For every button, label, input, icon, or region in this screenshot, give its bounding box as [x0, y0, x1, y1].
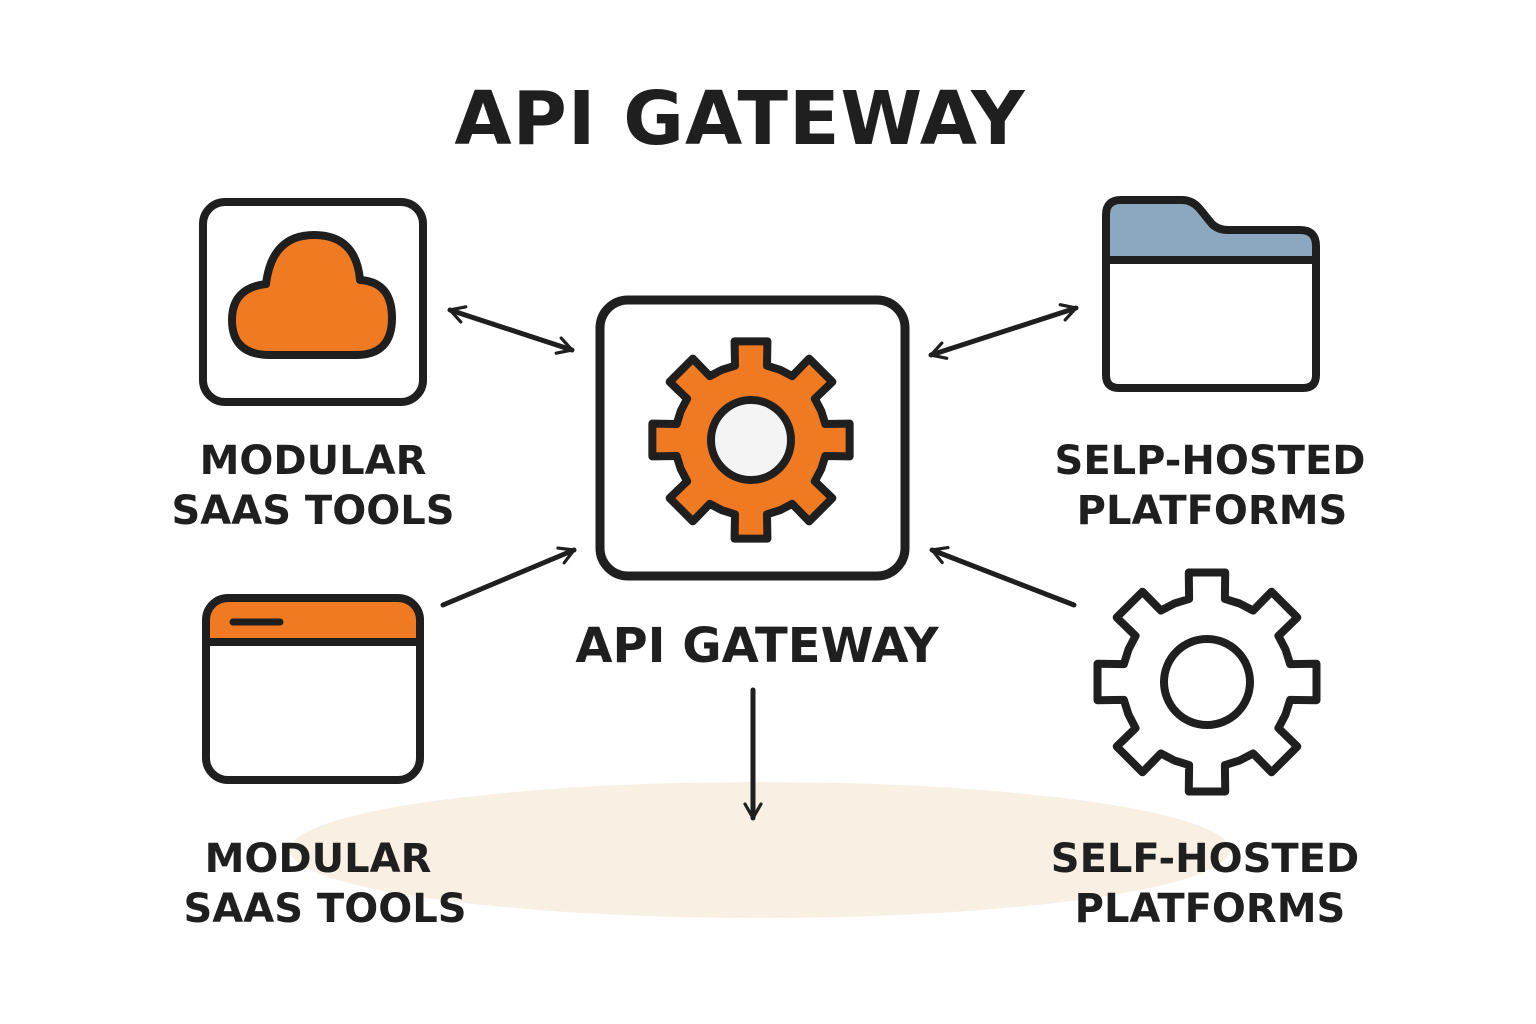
- node-bottom-left-label-line-1: MODULAR: [205, 836, 432, 882]
- folder-icon: [1102, 196, 1320, 392]
- cloud-icon: [228, 231, 396, 359]
- center-node: API GATEWAY: [575, 295, 940, 674]
- gear-hub: [707, 396, 795, 484]
- node-top-right-label-line-2: PLATFORMS: [1077, 488, 1348, 534]
- node-bottom-right: SELF-HOSTED PLATFORMS: [1051, 568, 1359, 932]
- node-bottom-right-label-line-1: SELF-HOSTED: [1051, 836, 1359, 882]
- node-bottom-left: MODULAR SAAS TOOLS: [183, 594, 467, 932]
- arrow-bottom-left-to-center: [440, 546, 577, 608]
- browser-window-icon: [202, 594, 424, 784]
- arrow-center-to-top-right: [928, 303, 1079, 360]
- node-top-right-label-line-1: SELP-HOSTED: [1055, 438, 1366, 484]
- gear-outline-hub: [1160, 635, 1254, 729]
- node-bottom-left-label-line-2: SAAS TOOLS: [183, 886, 466, 932]
- folder-tab-fill: [1106, 200, 1316, 258]
- page-title: API GATEWAY: [454, 76, 1026, 162]
- node-top-left-label-line-2: SAAS TOOLS: [171, 488, 454, 534]
- arrow-top-left-to-center: [447, 305, 575, 355]
- arrow-bottom-right-to-center: [929, 545, 1077, 608]
- center-node-label: API GATEWAY: [575, 618, 940, 674]
- gear-icon: [648, 337, 854, 543]
- node-bottom-right-label-line-2: PLATFORMS: [1075, 886, 1346, 932]
- node-top-left: MODULAR SAAS TOOLS: [171, 198, 455, 534]
- node-top-right: SELP-HOSTED PLATFORMS: [1055, 196, 1366, 534]
- gear-outline-icon: [1093, 568, 1321, 796]
- floor-shadow: [290, 782, 1230, 918]
- node-top-left-label-line-1: MODULAR: [200, 438, 427, 484]
- browser-window-header: [206, 598, 420, 642]
